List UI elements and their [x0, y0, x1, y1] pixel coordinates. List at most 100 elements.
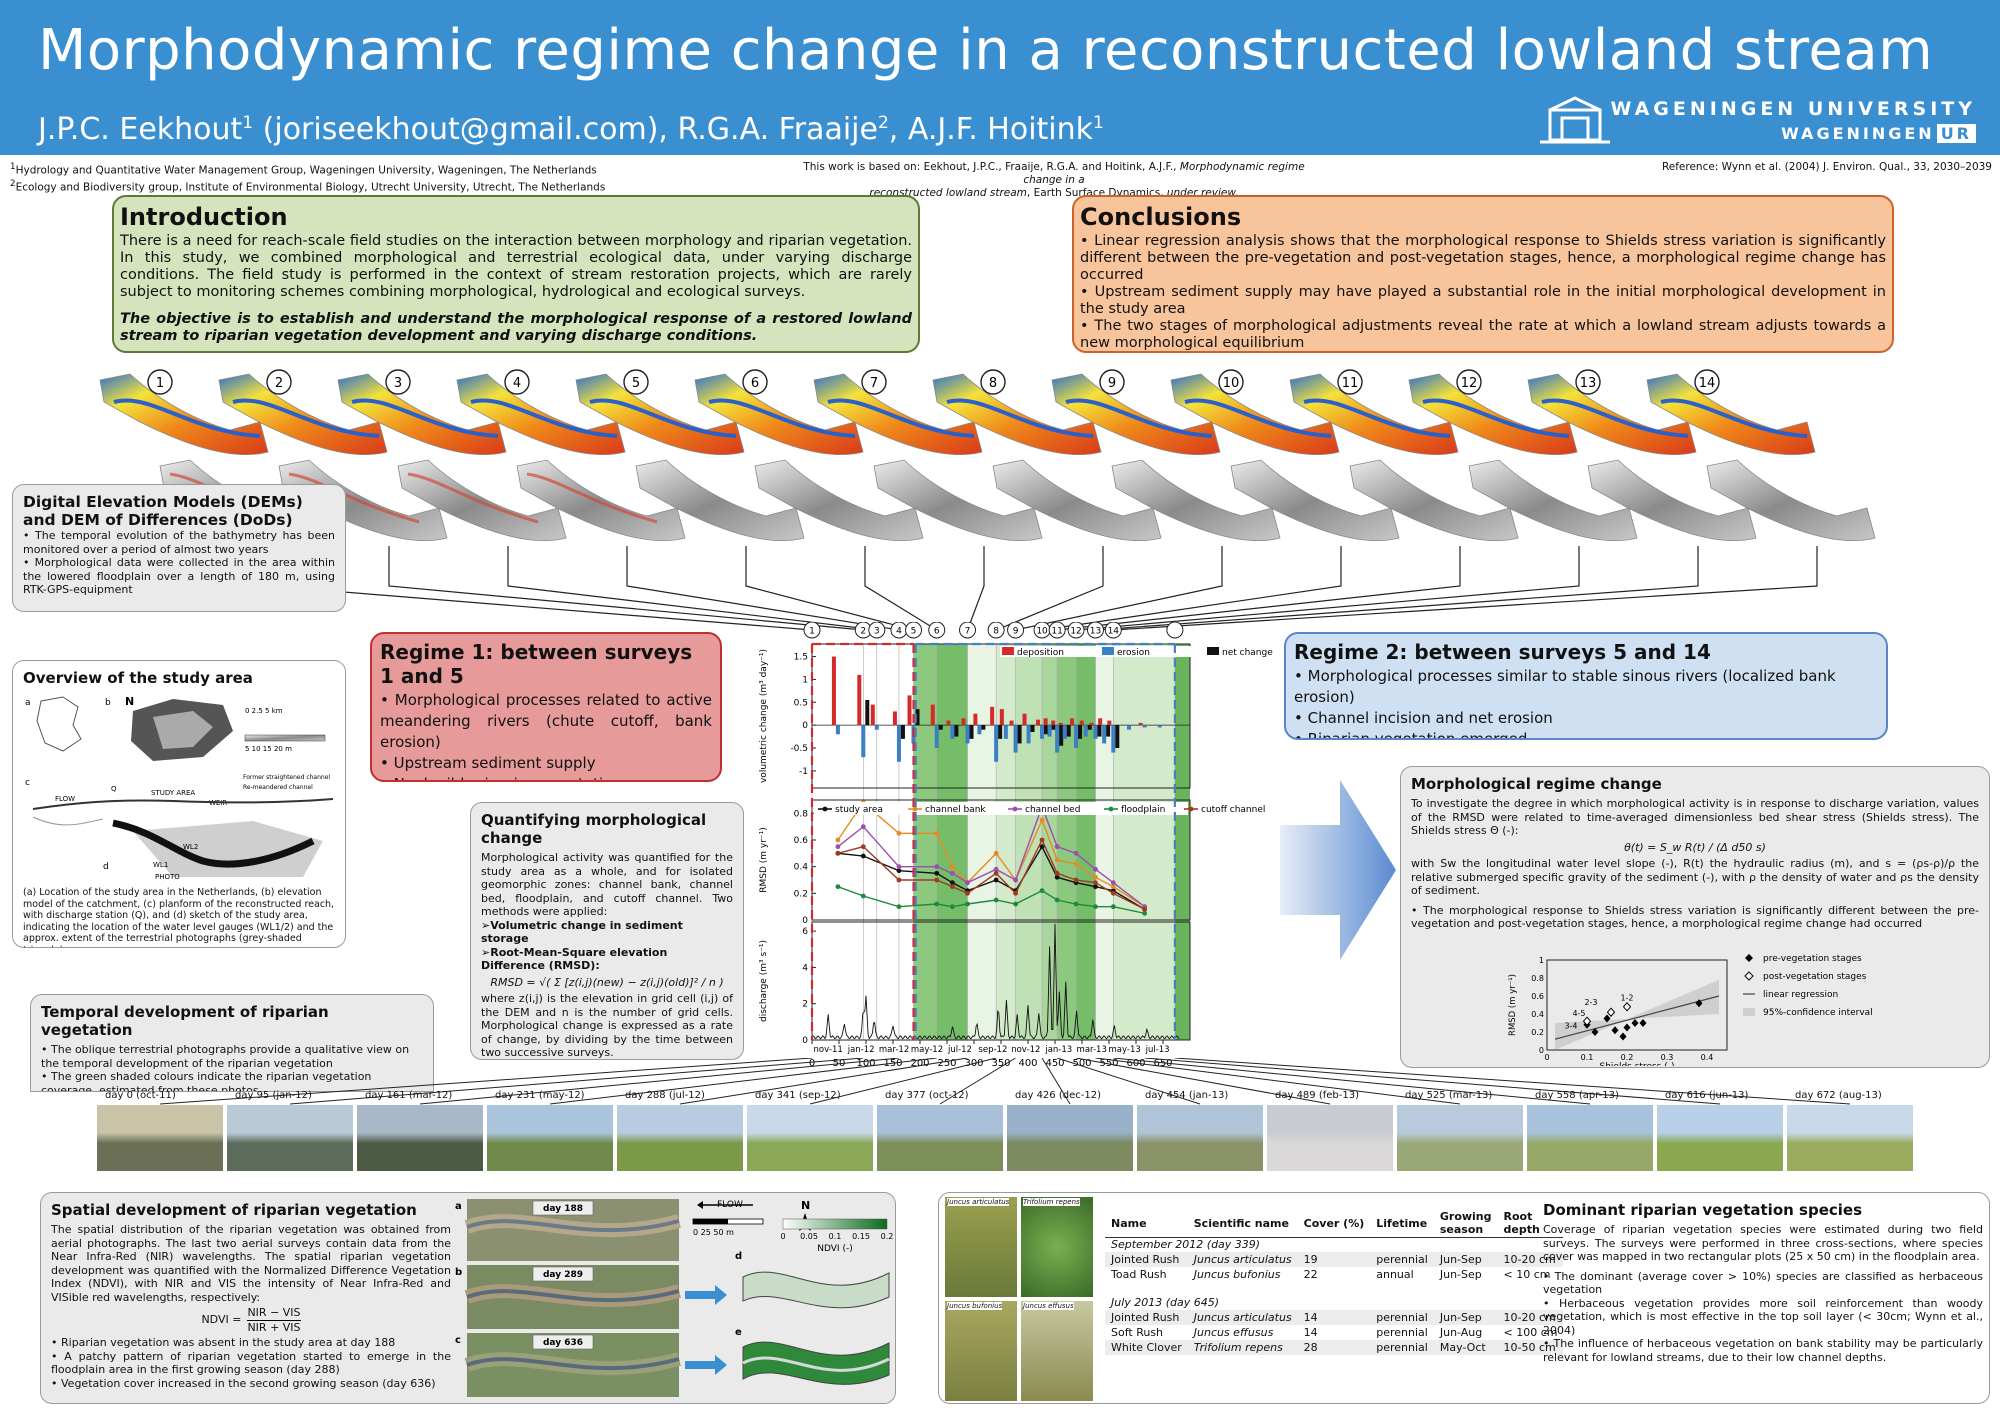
y-tick-label: 2	[802, 1000, 808, 1010]
series-point	[993, 866, 999, 872]
svg-text:N: N	[801, 1199, 810, 1212]
deposition-bar	[946, 720, 951, 726]
pre-vegetation-point	[1619, 1032, 1627, 1041]
dod-map	[516, 459, 686, 542]
series-point	[934, 830, 940, 836]
dem-pair: 4	[456, 369, 686, 572]
month-tick-label: sep-12	[978, 1045, 1007, 1055]
photo-connector	[1075, 1058, 1331, 1105]
net-change-bar	[1115, 725, 1120, 748]
series-point	[1054, 857, 1060, 863]
series-point	[1073, 850, 1079, 856]
photo-label: day 231 (may-12)	[495, 1090, 585, 1101]
photo-connector	[1095, 1058, 1461, 1105]
survey-marker	[1087, 622, 1104, 639]
series-point	[1054, 844, 1060, 850]
y-tick-label: 0	[802, 916, 808, 926]
overview-panel: Overview of the study area a b N 0 2.5 5…	[12, 660, 346, 948]
svg-text:day 289: day 289	[543, 1270, 583, 1280]
svg-text:PHOTO: PHOTO	[155, 873, 180, 881]
series-point	[1093, 904, 1098, 910]
series-line	[837, 801, 1146, 908]
dem-channel	[589, 398, 737, 438]
connector-line	[745, 572, 914, 631]
y-tick-label: 0.4	[1531, 1010, 1544, 1019]
x-tick-label: 350	[991, 1058, 1010, 1069]
erosion-bar	[1055, 725, 1060, 753]
series-point	[1093, 874, 1098, 880]
dem-pair: 10	[1170, 369, 1400, 572]
legend-marker	[1745, 954, 1753, 962]
series-point	[860, 893, 866, 899]
deposition-bar	[892, 711, 897, 726]
net-change-bar	[1044, 725, 1049, 735]
erosion-bar	[1062, 725, 1067, 739]
survey-number: 3	[394, 376, 402, 391]
legend-swatch	[1743, 1008, 1755, 1016]
dem-channel	[708, 398, 856, 438]
net-change-bar	[998, 725, 1003, 739]
erosion-bar	[1111, 725, 1116, 753]
deposition-bar	[831, 656, 836, 726]
objective-text: The objective is to establish and unders…	[120, 311, 912, 344]
erosion-bar	[977, 725, 982, 735]
x-tick-label: 450	[1045, 1058, 1064, 1069]
connector-line	[1015, 572, 1223, 631]
regime2-title: Regime 2: between surveys 5 and 14	[1294, 640, 1711, 664]
building-icon	[1540, 96, 1610, 144]
legend-marker	[1744, 971, 1754, 981]
survey-number: 2	[275, 376, 283, 391]
deposition-bar	[1051, 720, 1056, 726]
deposition-bar	[1022, 713, 1027, 726]
legend-marker	[1012, 806, 1018, 812]
regime1-box: Regime 1: between surveys 1 and 5 Morpho…	[370, 632, 722, 782]
dod-map	[873, 459, 1043, 542]
series-point	[835, 837, 841, 843]
dem-map	[337, 373, 507, 456]
connector-line	[507, 572, 877, 631]
aerial-figure: a b c day 188 day 289 day 636 FLOW N 0 2…	[455, 1199, 893, 1397]
dem-pair: 8	[932, 369, 1162, 572]
series-point	[1054, 897, 1060, 903]
dem-map	[1646, 373, 1816, 456]
terrestrial-photo	[1267, 1105, 1393, 1171]
pre-vegetation-point	[1631, 1019, 1639, 1027]
dem-pair: 6	[694, 369, 924, 572]
month-tick-label: may-13	[1109, 1045, 1141, 1055]
series-point	[896, 904, 902, 910]
erosion-bar	[896, 725, 901, 762]
dem-map	[575, 373, 745, 456]
survey-marker	[1166, 622, 1184, 639]
survey-number: 7	[870, 376, 878, 391]
survey-number-circle	[504, 369, 530, 395]
series-point	[1013, 901, 1018, 907]
conclusions-box: Conclusions Linear regression analysis s…	[1072, 195, 1894, 353]
svg-text:NDVI (-): NDVI (-)	[817, 1244, 852, 1254]
photo-connector	[1041, 1058, 1071, 1105]
photo-connector	[679, 1058, 968, 1105]
y-axis-label: RMSD (m yr⁻¹)	[1508, 974, 1518, 1036]
introduction-title: Introduction	[120, 203, 288, 231]
vegetation-shading	[967, 644, 997, 1040]
morph-regime-panel: Morphological regime change To investiga…	[1400, 766, 1990, 1068]
survey-number: 14	[1699, 376, 1716, 391]
month-tick-label: jan-13	[1044, 1045, 1072, 1055]
series-point	[950, 864, 955, 870]
vegetation-shading	[1057, 644, 1077, 1040]
terrestrial-photo	[1397, 1105, 1523, 1171]
series-point	[896, 877, 902, 883]
net-change-bar	[1097, 725, 1102, 737]
survey-number: 12	[1461, 376, 1478, 391]
erosion-bar	[1083, 725, 1088, 737]
survey-marker-label: 14	[1108, 627, 1120, 637]
terrestrial-photo	[617, 1105, 743, 1171]
net-change-bar	[1051, 725, 1056, 730]
series-point	[1013, 890, 1018, 896]
svg-text:5 10 15 20 m: 5 10 15 20 m	[245, 745, 292, 753]
month-tick-label: nov-12	[1011, 1045, 1040, 1055]
pre-vegetation-point	[1695, 999, 1703, 1008]
dem-pair: 7	[813, 369, 1043, 572]
vegetation-shading	[996, 644, 1016, 1040]
